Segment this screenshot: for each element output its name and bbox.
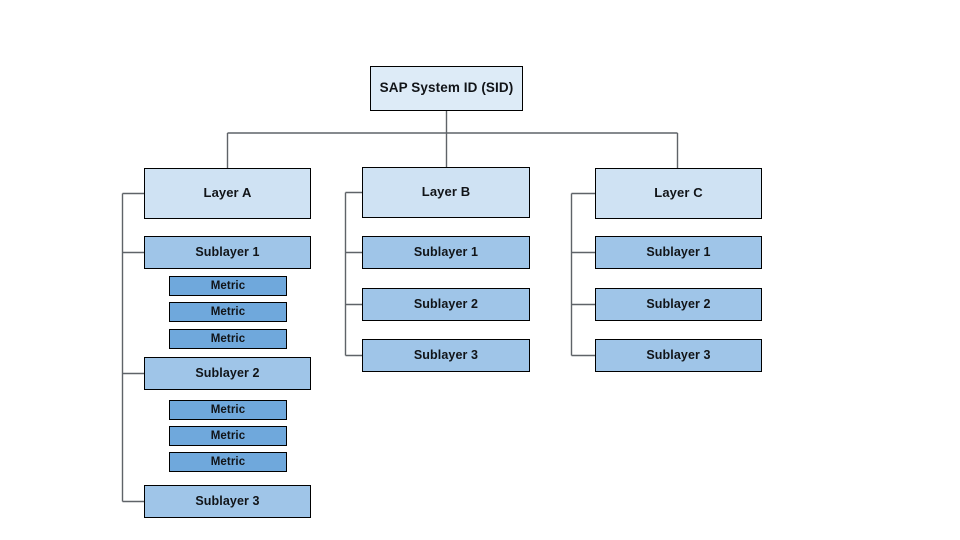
node-a-sublayer-1[interactable]: Sublayer 1 — [144, 236, 311, 269]
node-a-sublayer-1-metric-1[interactable]: Metric — [169, 276, 287, 296]
node-a-sublayer-3[interactable]: Sublayer 3 — [144, 485, 311, 518]
node-a-sublayer-2[interactable]: Sublayer 2 — [144, 357, 311, 390]
node-b-sublayer-2[interactable]: Sublayer 2 — [362, 288, 530, 321]
node-b-sublayer-1[interactable]: Sublayer 1 — [362, 236, 530, 269]
node-root-sid[interactable]: SAP System ID (SID) — [370, 66, 523, 111]
node-layer-b[interactable]: Layer B — [362, 167, 530, 218]
node-a-sublayer-1-metric-3[interactable]: Metric — [169, 329, 287, 349]
node-a-sublayer-1-metric-2[interactable]: Metric — [169, 302, 287, 322]
node-layer-c[interactable]: Layer C — [595, 168, 762, 219]
node-c-sublayer-2[interactable]: Sublayer 2 — [595, 288, 762, 321]
node-c-sublayer-3[interactable]: Sublayer 3 — [595, 339, 762, 372]
node-layer-a[interactable]: Layer A — [144, 168, 311, 219]
node-a-sublayer-2-metric-3[interactable]: Metric — [169, 452, 287, 472]
node-a-sublayer-2-metric-1[interactable]: Metric — [169, 400, 287, 420]
node-b-sublayer-3[interactable]: Sublayer 3 — [362, 339, 530, 372]
node-c-sublayer-1[interactable]: Sublayer 1 — [595, 236, 762, 269]
node-a-sublayer-2-metric-2[interactable]: Metric — [169, 426, 287, 446]
